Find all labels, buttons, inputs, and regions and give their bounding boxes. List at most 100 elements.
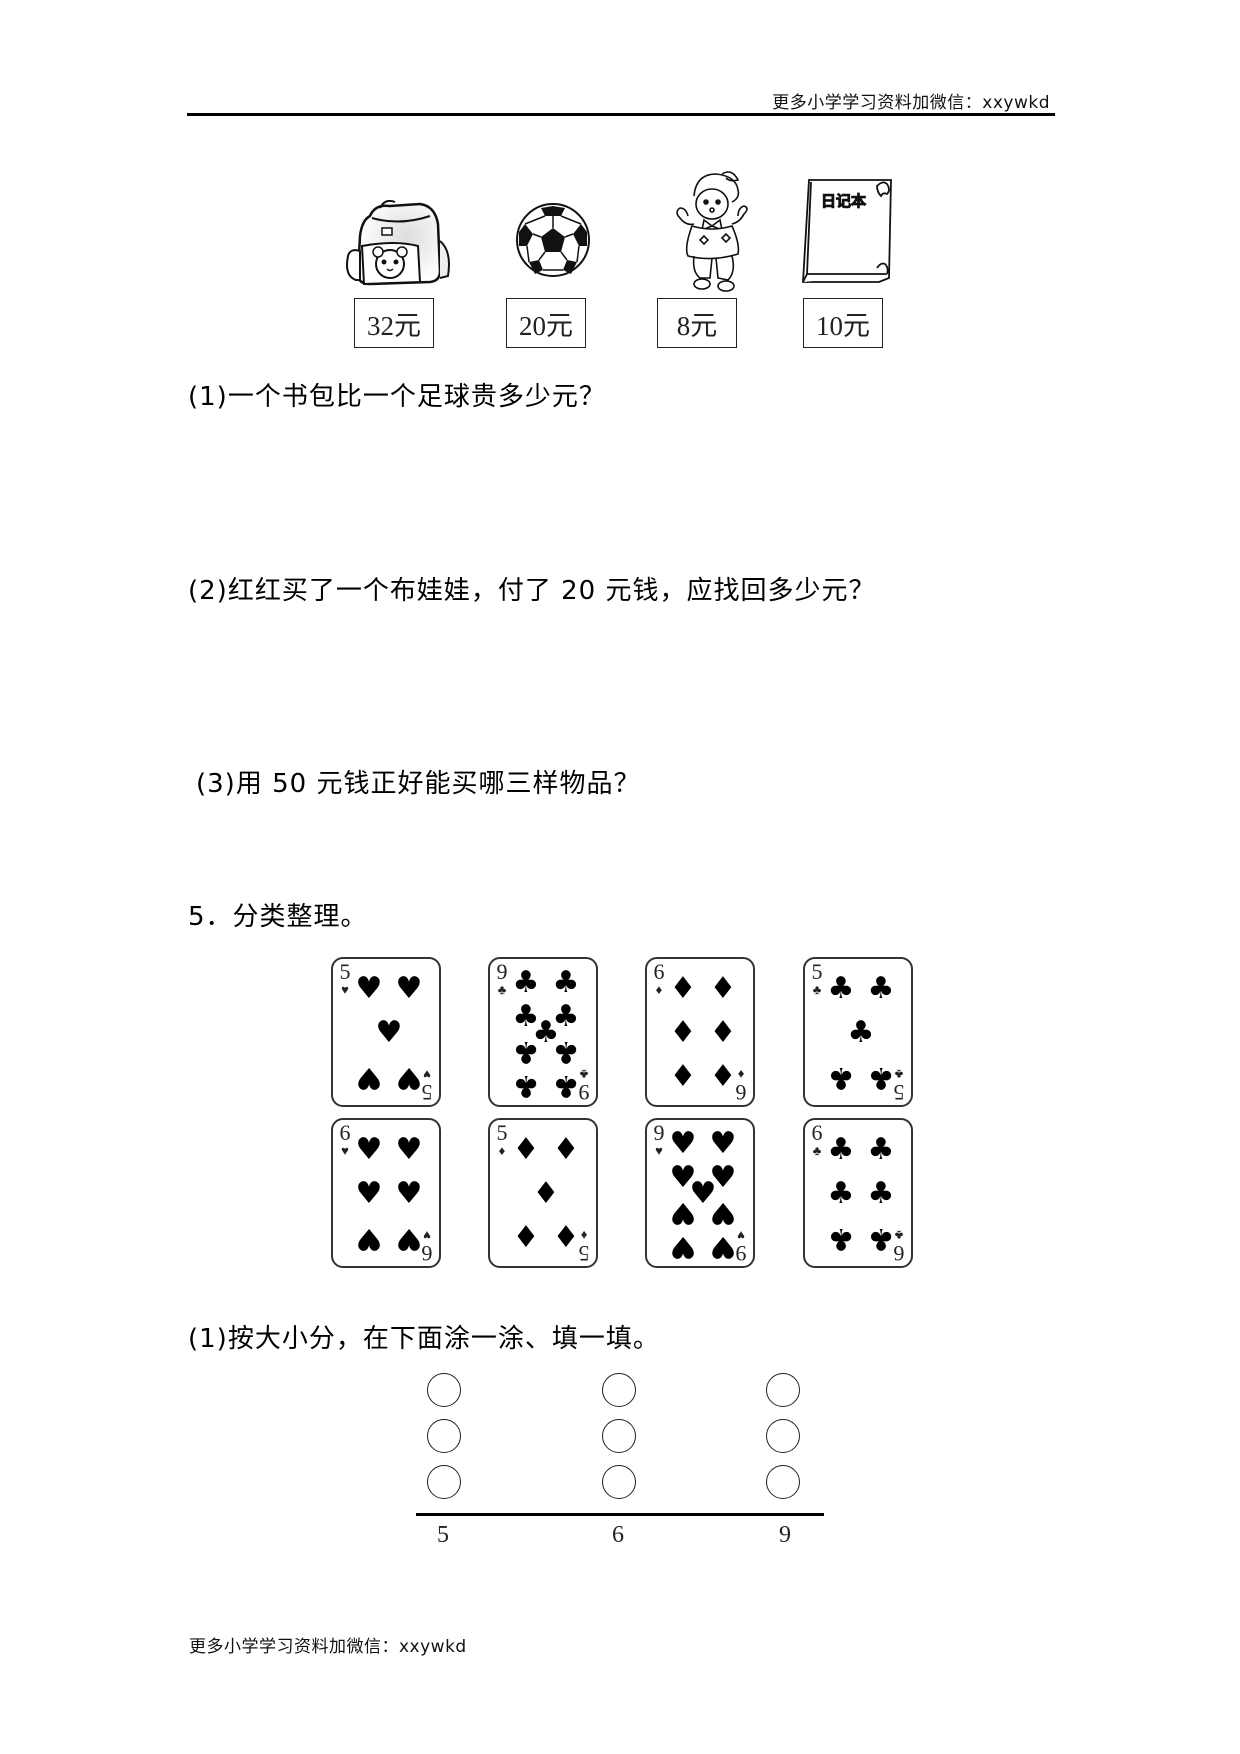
diamond-icon: ♦: [552, 1132, 580, 1167]
playing-card-5-clubs: 5♣ ♣ ♣ ♣ ♣ ♣ 5♣: [803, 957, 913, 1107]
backpack-icon: [340, 196, 450, 288]
card-rank: 9: [735, 1241, 747, 1266]
heart-icon: ♥: [375, 1015, 403, 1050]
tally-circle-5-3[interactable]: [427, 1465, 461, 1499]
diamond-icon: ♦: [552, 1220, 580, 1255]
diamond-icon: ♦: [709, 1059, 737, 1094]
playing-card-6-clubs: 6♣ ♣ ♣ ♣ ♣ ♣ ♣ 6♣: [803, 1118, 913, 1268]
heart-icon: ♥: [355, 1221, 383, 1256]
club-icon: ♣: [552, 1034, 580, 1069]
tally-label-9: 9: [779, 1522, 791, 1548]
club-icon: ♣: [827, 1221, 855, 1256]
card-rank: 6: [893, 1241, 905, 1266]
playing-card-6-diamonds: 6♦ ♦ ♦ ♦ ♦ ♦ ♦ 6♦: [645, 957, 755, 1107]
playing-card-5-diamonds: 5♦ ♦ ♦ ♦ ♦ ♦ 5♦: [488, 1118, 598, 1268]
question-2: (2)红红买了一个布娃娃，付了 20 元钱，应找回多少元？: [188, 576, 876, 606]
card-rank: 5: [339, 959, 351, 984]
heart-icon: ♥: [355, 1060, 383, 1095]
heart-icon: ♥: [655, 1143, 663, 1158]
heart-icon: ♥: [395, 1176, 423, 1211]
tally-circle-6-1[interactable]: [602, 1373, 636, 1407]
card-rank: 6: [811, 1120, 823, 1145]
club-icon: ♣: [497, 982, 507, 997]
tally-circle-9-2[interactable]: [766, 1419, 800, 1453]
price-backpack: 32元: [354, 298, 434, 348]
club-icon: ♣: [827, 1060, 855, 1095]
card-rank: 6: [653, 959, 665, 984]
notebook-icon: 日记本: [795, 178, 899, 288]
playing-card-6-hearts: 6♥ ♥ ♥ ♥ ♥ ♥ ♥ 6♥: [331, 1118, 441, 1268]
heart-icon: ♥: [709, 1160, 737, 1195]
diamond-icon: ♦: [709, 1015, 737, 1050]
diamond-icon: ♦: [669, 1015, 697, 1050]
diamond-icon: ♦: [655, 982, 663, 997]
heart-icon: ♥: [669, 1126, 697, 1161]
diamond-icon: ♦: [532, 1176, 560, 1211]
card-rank: 5: [893, 1080, 905, 1105]
card-rank: 5: [811, 959, 823, 984]
club-icon: ♣: [867, 1176, 895, 1211]
club-icon: ♣: [512, 965, 540, 1000]
diamond-icon: ♦: [669, 1059, 697, 1094]
club-icon: ♣: [847, 1015, 875, 1050]
diamond-icon: ♦: [669, 971, 697, 1006]
diamond-icon: ♦: [512, 1132, 540, 1167]
price-notebook: 10元: [803, 298, 883, 348]
card-rank: 6: [339, 1120, 351, 1145]
soccer-ball-icon: [515, 200, 591, 278]
heart-icon: ♥: [341, 1143, 349, 1158]
heart-icon: ♥: [395, 1132, 423, 1167]
tally-circle-6-3[interactable]: [602, 1465, 636, 1499]
heart-icon: ♥: [355, 1176, 383, 1211]
card-rank: 6: [421, 1241, 433, 1266]
notebook-cover-text: 日记本: [821, 192, 866, 210]
heart-icon: ♥: [709, 1195, 737, 1230]
doll-icon: [666, 168, 762, 296]
club-icon: ♣: [532, 1015, 560, 1050]
tally-circle-5-2[interactable]: [427, 1419, 461, 1453]
club-icon: ♣: [812, 1143, 822, 1158]
tally-circle-9-3[interactable]: [766, 1465, 800, 1499]
tally-label-5: 5: [437, 1522, 449, 1548]
heart-icon: ♥: [709, 1126, 737, 1161]
diamond-icon: ♦: [498, 1143, 506, 1158]
tally-circle-6-2[interactable]: [602, 1419, 636, 1453]
price-soccer-ball: 20元: [506, 298, 586, 348]
card-rank: 9: [496, 959, 508, 984]
club-icon: ♣: [552, 999, 580, 1034]
heart-icon: ♥: [689, 1176, 717, 1211]
club-icon: ♣: [812, 982, 822, 997]
header-watermark: 更多小学学习资料加微信：xxywkd: [772, 93, 1050, 113]
sub-question-1: (1)按大小分，在下面涂一涂、填一填。: [188, 1324, 660, 1354]
card-rank: 9: [653, 1120, 665, 1145]
card-rank: 5: [421, 1080, 433, 1105]
club-icon: ♣: [512, 1068, 540, 1103]
club-icon: ♣: [827, 1176, 855, 1211]
diamond-icon: ♦: [512, 1220, 540, 1255]
playing-card-9-hearts: 9♥ ♥ ♥ ♥ ♥ ♥ ♥ ♥ ♥ ♥ 9♥: [645, 1118, 755, 1268]
heart-icon: ♥: [669, 1160, 697, 1195]
club-icon: ♣: [867, 971, 895, 1006]
heart-icon: ♥: [669, 1229, 697, 1264]
tally-baseline: [416, 1513, 824, 1516]
heart-icon: ♥: [669, 1195, 697, 1230]
club-icon: ♣: [827, 1132, 855, 1167]
tally-label-6: 6: [612, 1522, 624, 1548]
price-doll: 8元: [657, 298, 737, 348]
club-icon: ♣: [827, 971, 855, 1006]
diamond-icon: ♦: [709, 971, 737, 1006]
heart-icon: ♥: [355, 1132, 383, 1167]
card-rank: 6: [735, 1080, 747, 1105]
question-1: (1)一个书包比一个足球贵多少元？: [188, 382, 606, 412]
club-icon: ♣: [552, 965, 580, 1000]
tally-circle-5-1[interactable]: [427, 1373, 461, 1407]
heart-icon: ♥: [395, 971, 423, 1006]
club-icon: ♣: [867, 1132, 895, 1167]
playing-card-5-hearts: 5♥ ♥ ♥ ♥ ♥ ♥ 5♥: [331, 957, 441, 1107]
tally-circle-9-1[interactable]: [766, 1373, 800, 1407]
question-3: (3)用 50 元钱正好能买哪三样物品？: [196, 769, 641, 799]
section-5-title: 5．分类整理。: [188, 902, 368, 932]
heart-icon: ♥: [355, 971, 383, 1006]
card-rank: 9: [578, 1080, 590, 1105]
heart-icon: ♥: [341, 982, 349, 997]
